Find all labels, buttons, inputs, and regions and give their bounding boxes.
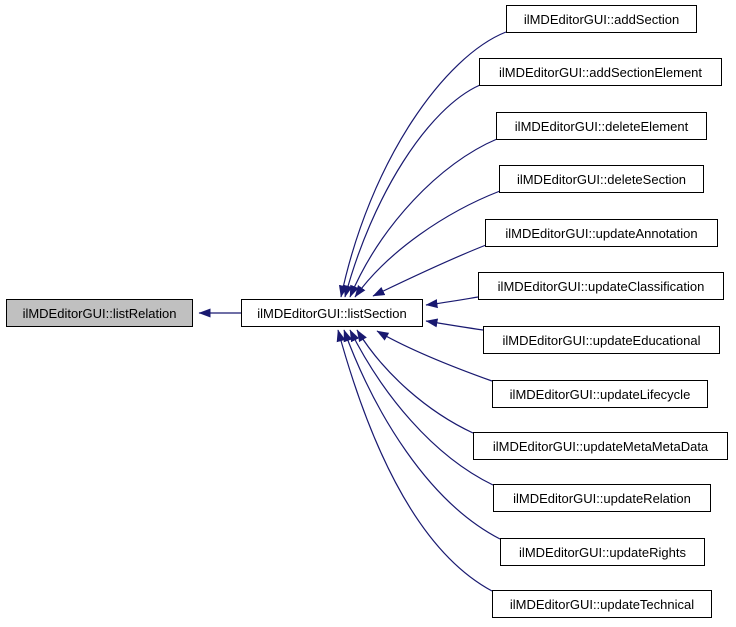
edge-updateEducational bbox=[425, 318, 484, 331]
node-caller-deleteElement[interactable]: ilMDEditorGUI::deleteElement bbox=[496, 112, 707, 140]
node-caller-updateClassification[interactable]: ilMDEditorGUI::updateClassification bbox=[478, 272, 724, 300]
edge-deleteElement bbox=[349, 138, 498, 298]
edge-updateAnnotation bbox=[372, 244, 487, 297]
node-caller-updateAnnotation[interactable]: ilMDEditorGUI::updateAnnotation bbox=[485, 219, 718, 247]
node-caller-updateLifecycle[interactable]: ilMDEditorGUI::updateLifecycle bbox=[492, 380, 708, 408]
edge-updateLifecycle bbox=[376, 330, 493, 382]
node-caller-updateEducational[interactable]: ilMDEditorGUI::updateEducational bbox=[483, 326, 720, 354]
edge-updateTechnical bbox=[336, 329, 493, 592]
edge-deleteSection bbox=[354, 190, 501, 298]
node-caller-updateMetaMetaData[interactable]: ilMDEditorGUI::updateMetaMetaData bbox=[473, 432, 728, 460]
node-listRelation[interactable]: ilMDEditorGUI::listRelation bbox=[6, 299, 193, 327]
node-caller-deleteSection[interactable]: ilMDEditorGUI::deleteSection bbox=[499, 165, 704, 193]
edge-addSectionElement bbox=[343, 84, 481, 298]
edge-addSection bbox=[338, 31, 507, 298]
edge-updateRights bbox=[343, 329, 501, 540]
node-listSection[interactable]: ilMDEditorGUI::listSection bbox=[241, 299, 423, 327]
edge-updateClassification bbox=[425, 296, 479, 309]
node-caller-addSectionElement[interactable]: ilMDEditorGUI::addSectionElement bbox=[479, 58, 722, 86]
edge-updateMetaMetaData bbox=[356, 329, 474, 434]
node-caller-updateRelation[interactable]: ilMDEditorGUI::updateRelation bbox=[493, 484, 711, 512]
node-caller-updateRights[interactable]: ilMDEditorGUI::updateRights bbox=[500, 538, 705, 566]
edge-updateRelation bbox=[349, 329, 494, 486]
node-caller-updateTechnical[interactable]: ilMDEditorGUI::updateTechnical bbox=[492, 590, 712, 618]
node-caller-addSection[interactable]: ilMDEditorGUI::addSection bbox=[506, 5, 697, 33]
